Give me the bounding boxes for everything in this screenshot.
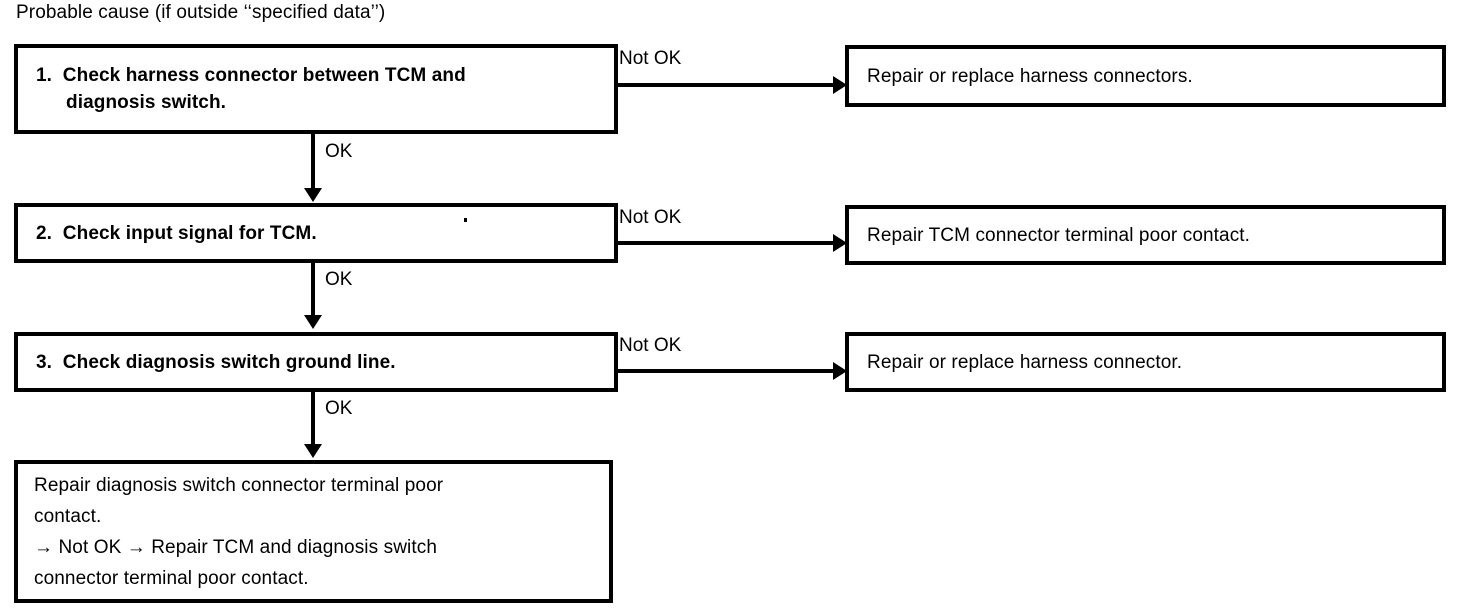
connector-step2-to-step3	[311, 263, 315, 317]
arrowhead-step1-to-result1	[833, 76, 847, 94]
arrowhead-step2-to-step3	[304, 315, 322, 329]
final-box-text: Repair diagnosis switch connector termin…	[34, 474, 444, 589]
result-box-2: Repair TCM connector terminal poor conta…	[845, 205, 1446, 265]
edge-label-ok-2: OK	[325, 269, 353, 290]
result-box-1-text: Repair or replace harness connectors.	[867, 65, 1193, 87]
edge-label-not-ok-3: Not OK	[619, 335, 682, 356]
final-box: Repair diagnosis switch connector termin…	[14, 460, 613, 603]
arrowhead-step3-to-final	[304, 444, 322, 458]
edge-label-not-ok-1: Not OK	[619, 48, 682, 69]
arrowhead-step1-to-step2	[304, 188, 322, 202]
connector-step1-to-result1	[617, 83, 839, 87]
edge-label-ok-1: OK	[325, 141, 353, 162]
result-box-3: Repair or replace harness connector.	[845, 332, 1446, 392]
arrowhead-step2-to-result2	[833, 234, 847, 252]
step-box-1: 1. Check harness connector between TCM a…	[14, 44, 618, 134]
step-box-3: 3. Check diagnosis switch ground line.	[14, 332, 618, 392]
edge-label-ok-3: OK	[325, 398, 353, 419]
edge-label-not-ok-2: Not OK	[619, 207, 682, 228]
result-box-3-text: Repair or replace harness connector.	[867, 351, 1183, 373]
step-box-2-text: 2. Check input signal for TCM.	[36, 222, 317, 244]
step-box-1-text: 1. Check harness connector between TCM a…	[36, 65, 466, 113]
connector-step3-to-final	[311, 392, 315, 446]
result-box-1: Repair or replace harness connectors.	[845, 45, 1446, 107]
scan-artifact-speck	[464, 218, 467, 222]
step-box-3-text: 3. Check diagnosis switch ground line.	[36, 351, 396, 373]
connector-step3-to-result3	[617, 369, 839, 373]
step-box-2: 2. Check input signal for TCM.	[14, 203, 618, 263]
result-box-2-text: Repair TCM connector terminal poor conta…	[867, 224, 1251, 246]
page-title: Probable cause (if outside ‘‘specified d…	[16, 2, 386, 23]
connector-step2-to-result2	[617, 241, 839, 245]
connector-step1-to-step2	[311, 134, 315, 190]
arrowhead-step3-to-result3	[833, 362, 847, 380]
